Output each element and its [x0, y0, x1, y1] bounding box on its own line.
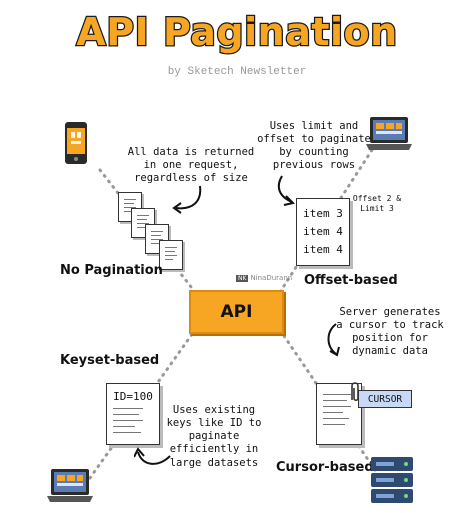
offset-note: Offset 2 & Limit 3 — [352, 194, 402, 213]
offset-item: item 4 — [303, 243, 343, 256]
keyset-description: Uses existing keys like ID to paginate e… — [166, 404, 262, 469]
cursor-tag: CURSOR — [358, 390, 412, 408]
page-stack-4 — [159, 240, 183, 270]
offset-item: item 4 — [303, 225, 343, 238]
keyset-page: ID=100 — [106, 383, 160, 445]
curved-arrow-icon — [172, 185, 202, 214]
keyset-key: ID=100 — [113, 390, 153, 403]
keyset-label: Keyset-based — [60, 353, 160, 368]
curved-arrow-icon-cursor — [327, 323, 340, 357]
offset-page: item 3 item 4 item 4 — [296, 198, 350, 266]
no-pagination-description: All data is returned in one request, reg… — [127, 146, 255, 185]
no-pagination-label: No Pagination — [60, 263, 163, 278]
phone-icon — [65, 122, 87, 164]
laptop-icon-bottom — [47, 469, 93, 502]
offset-item: item 3 — [303, 207, 343, 220]
server-icon — [371, 457, 413, 503]
curved-arrow-icon-keyset — [134, 447, 171, 465]
page-title: API Pagination — [75, 9, 398, 56]
offset-label: Offset-based — [304, 273, 398, 288]
cursor-label: Cursor-based — [276, 460, 374, 475]
offset-description: Uses limit and offset to paginate by cou… — [257, 120, 371, 172]
page-subtitle: by Sketech Newsletter — [167, 66, 307, 78]
curved-arrow-icon-offset — [277, 175, 295, 206]
laptop-icon — [366, 117, 412, 150]
api-box: API — [189, 290, 284, 334]
cursor-description: Server generates a cursor to track posit… — [336, 306, 444, 358]
